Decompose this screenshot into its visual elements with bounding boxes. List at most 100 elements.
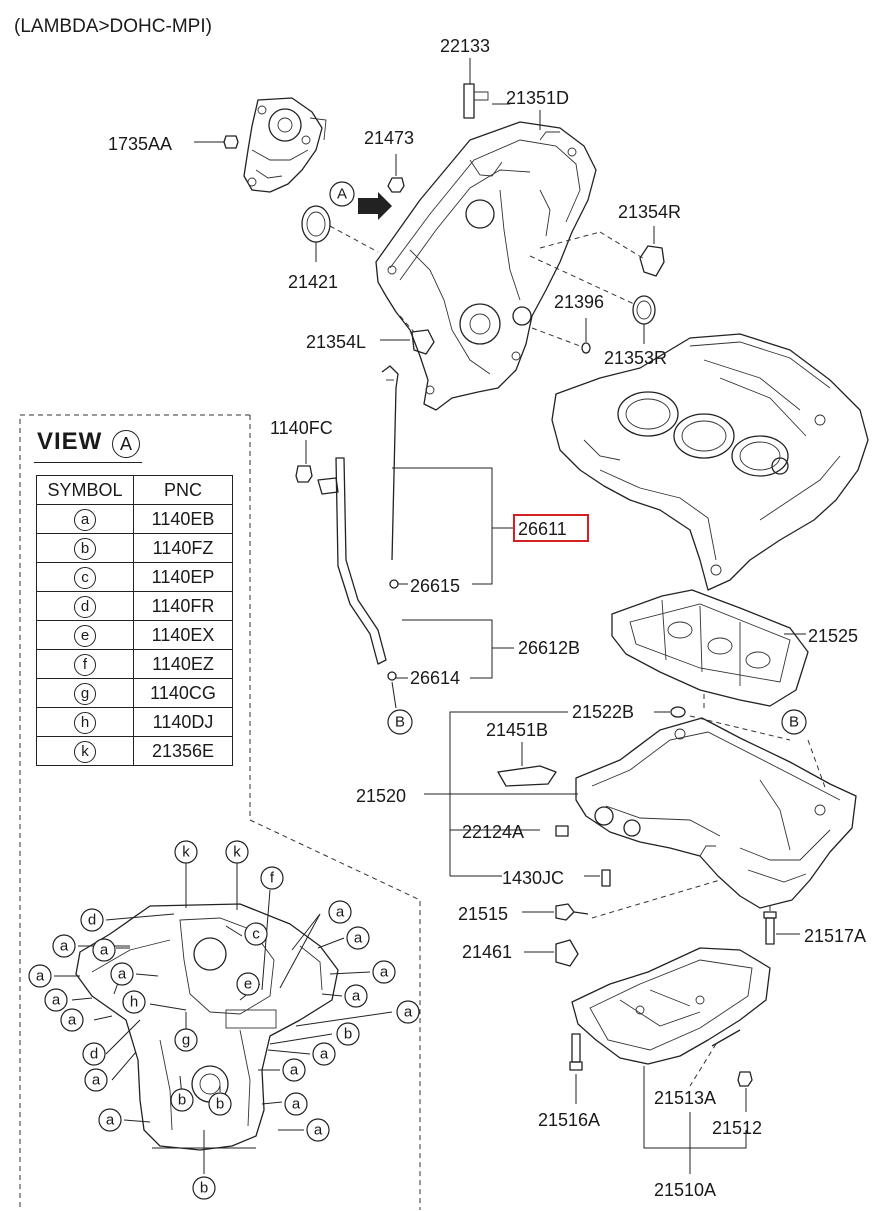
oil-level-gauge-26611-drawing: [381, 365, 399, 561]
label-26612b: 26612B: [518, 638, 580, 658]
view-a-bubbles: k k f d a c a a a a a a e a h a a a g b …: [28, 840, 420, 1200]
svg-text:a: a: [336, 904, 345, 921]
pnc-cell: 1140FZ: [133, 533, 233, 563]
bubble-b: b: [336, 1022, 360, 1046]
bubble-a: a: [110, 962, 134, 986]
bubble-e: e: [236, 972, 260, 996]
label-21525: 21525: [808, 626, 858, 646]
oil-seal-21421-drawing: [301, 205, 331, 243]
bolt-21516a-drawing: [569, 1033, 583, 1071]
column-header-pnc: PNC: [133, 475, 233, 505]
label-21354r: 21354R: [618, 202, 681, 222]
bubble-f: f: [260, 866, 284, 890]
svg-text:a: a: [380, 964, 389, 981]
label-26614: 26614: [410, 668, 460, 688]
rod-21513a-drawing: [711, 1029, 741, 1047]
pnc-cell: 21356E: [133, 736, 233, 766]
label-1430jc: 1430JC: [502, 868, 564, 888]
svg-text:k: k: [233, 844, 241, 861]
label-21510a: 21510A: [654, 1180, 716, 1200]
bubble-a: a: [396, 1000, 420, 1024]
cylinder-block-drawing: [551, 333, 869, 591]
bubble-k: k: [225, 840, 249, 864]
label-21520: 21520: [356, 786, 406, 806]
pnc-cell: 1140EZ: [133, 649, 233, 679]
label-21451b: 21451B: [486, 720, 548, 740]
svg-text:a: a: [320, 1046, 329, 1063]
bolt-21515-drawing: [555, 903, 589, 921]
bubble-h: h: [122, 990, 146, 1014]
svg-text:a: a: [106, 1112, 115, 1129]
label-21515: 21515: [458, 904, 508, 924]
table-row: h 1140DJ: [36, 707, 233, 737]
bubble-a: a: [282, 1058, 306, 1082]
baffle-21451b-drawing: [497, 765, 557, 787]
label-1140fc: 1140FC: [270, 418, 333, 438]
view-a-title: VIEW: [37, 428, 103, 455]
gasket-21354r-drawing: [639, 245, 665, 277]
svg-text:b: b: [200, 1180, 208, 1197]
bubble-a: a: [44, 988, 68, 1012]
o-ring-21396-drawing: [581, 342, 591, 354]
symbol-cell: a: [74, 508, 96, 531]
label-21421: 21421: [288, 272, 338, 292]
pnc-cell: 1140EB: [133, 504, 233, 534]
bubble-a: a: [98, 1108, 122, 1132]
bubble-a: a: [344, 984, 368, 1008]
plug-21512-drawing: [737, 1071, 753, 1087]
ladder-frame-21525-drawing: [611, 589, 809, 707]
svg-text:b: b: [216, 1096, 224, 1113]
symbol-cell: g: [74, 682, 96, 705]
sensor-22133-drawing: [463, 83, 489, 119]
svg-text:a: a: [404, 1004, 413, 1021]
svg-text:a: a: [68, 1012, 77, 1029]
svg-text:e: e: [244, 976, 252, 993]
svg-text:b: b: [178, 1092, 186, 1109]
label-26615: 26615: [410, 576, 460, 596]
bubble-k: k: [174, 840, 198, 864]
view-a-panel-border: [19, 414, 250, 1210]
pnc-cell: 1140EP: [133, 562, 233, 592]
svg-text:A: A: [337, 186, 347, 203]
ref-bubble-a: A: [329, 181, 355, 207]
o-ring-21522b-drawing: [670, 706, 686, 718]
lower-oil-pan-21510a-drawing: [571, 947, 771, 1065]
o-ring-26615-drawing: [389, 579, 399, 589]
svg-text:h: h: [130, 994, 138, 1011]
svg-text:a: a: [60, 938, 69, 955]
svg-text:a: a: [314, 1122, 323, 1139]
label-1735aa: 1735AA: [108, 134, 172, 154]
bubble-b: b: [192, 1176, 216, 1200]
pnc-cell: 1140FR: [133, 591, 233, 621]
symbol-cell: k: [74, 740, 96, 763]
bubble-a: a: [346, 926, 370, 950]
svg-text:a: a: [100, 942, 109, 959]
gasket-21354l-drawing: [411, 329, 435, 355]
svg-text:a: a: [354, 930, 363, 947]
bolt-1140fc-drawing: [295, 465, 313, 483]
bubble-a: a: [284, 1092, 308, 1116]
bubble-a: a: [60, 1008, 84, 1032]
bubble-b: b: [170, 1088, 194, 1112]
pin-1430jc-drawing: [601, 869, 611, 887]
svg-text:d: d: [90, 1046, 98, 1063]
svg-text:b: b: [344, 1026, 352, 1043]
bubble-a: a: [306, 1118, 330, 1142]
pnc-cell: 1140DJ: [133, 707, 233, 737]
label-21517a: 21517A: [804, 926, 866, 946]
view-a-arrow: [358, 192, 392, 220]
bubble-d: d: [80, 908, 104, 932]
symbol-cell: h: [74, 711, 96, 734]
label-21353r: 21353R: [604, 348, 667, 368]
label-21351d: 21351D: [506, 88, 569, 108]
label-26611: 26611: [518, 519, 567, 539]
bubble-a: a: [328, 900, 352, 924]
oil-gauge-guide-26612b-drawing: [317, 457, 387, 665]
